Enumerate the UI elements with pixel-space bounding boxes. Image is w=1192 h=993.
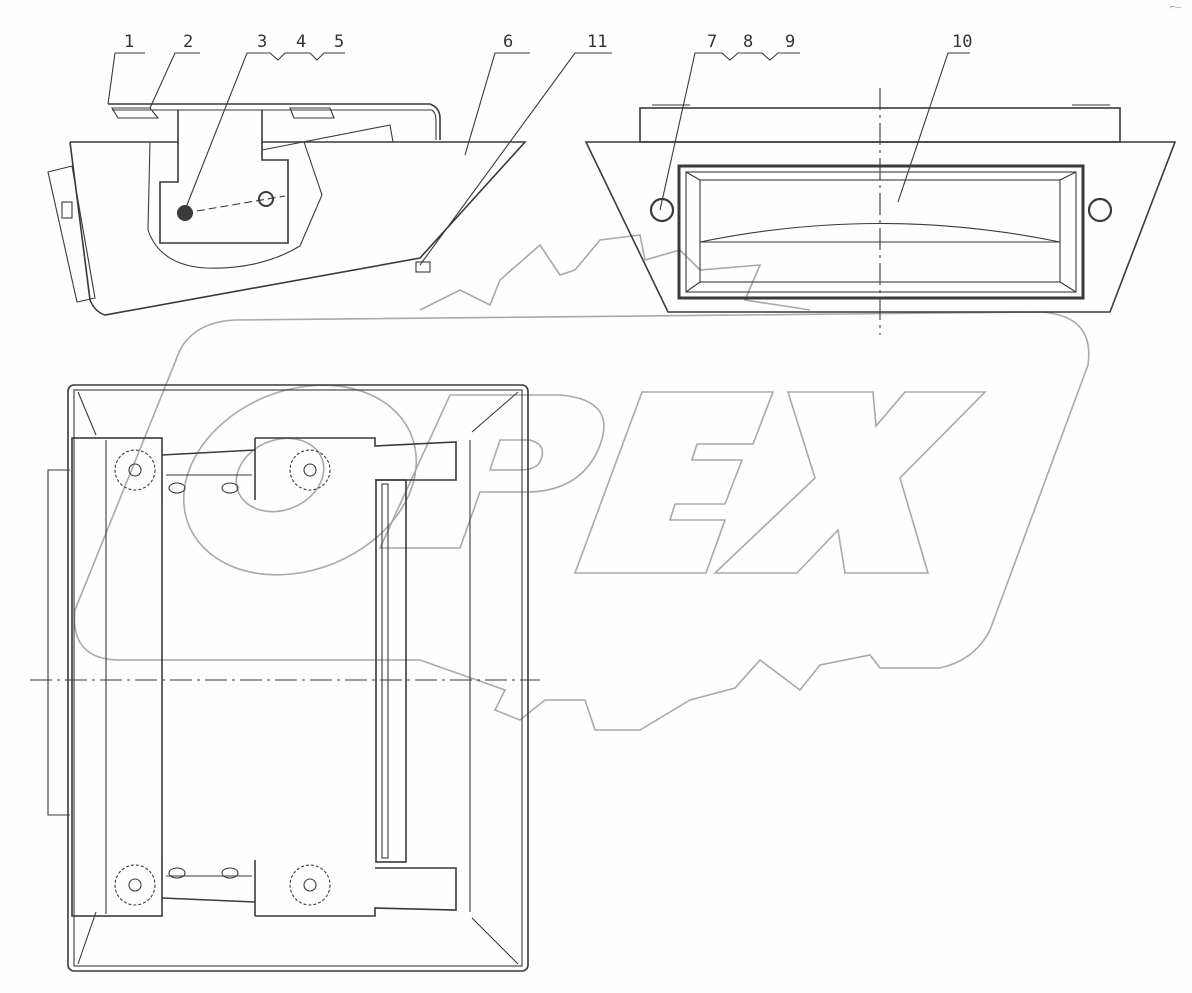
callout-leaders xyxy=(107,52,970,266)
callout-3: 3 xyxy=(257,32,267,52)
front-view xyxy=(584,88,1177,335)
watermark-logo xyxy=(73,234,1090,731)
callout-1: 1 xyxy=(124,32,134,52)
corner-mark: ⌐— xyxy=(1170,3,1181,13)
bolt-icon xyxy=(1087,197,1113,223)
callout-4: 4 xyxy=(296,32,306,52)
callout-6: 6 xyxy=(503,32,513,52)
top-view xyxy=(30,384,540,972)
mount-hole-icon xyxy=(114,449,331,906)
callout-11: 11 xyxy=(587,32,607,52)
callout-5: 5 xyxy=(334,32,344,52)
callout-7: 7 xyxy=(707,32,717,52)
bolt-icon xyxy=(258,191,274,207)
callout-10: 10 xyxy=(952,32,972,52)
side-section-view xyxy=(47,103,527,316)
callout-2: 2 xyxy=(183,32,193,52)
callout-8: 8 xyxy=(743,32,753,52)
callout-9: 9 xyxy=(785,32,795,52)
